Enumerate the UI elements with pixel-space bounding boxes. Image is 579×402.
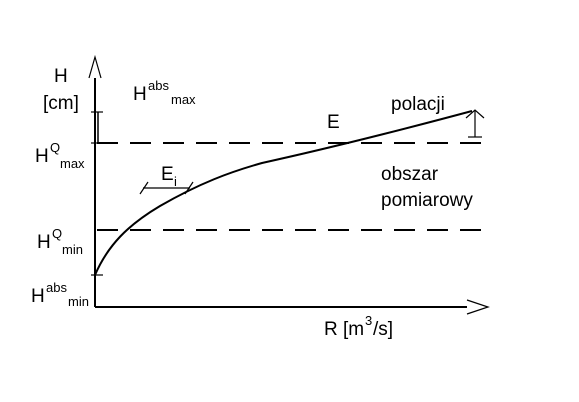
x-axis-arrow — [466, 299, 490, 315]
segment-ei-label: E i — [161, 164, 177, 189]
label-h-q-min: H Q min — [37, 226, 83, 257]
svg-text:H: H — [31, 286, 45, 307]
svg-text:Q: Q — [50, 140, 60, 155]
svg-text:i: i — [174, 174, 177, 189]
y-axis-arrow — [88, 54, 102, 79]
svg-text:3: 3 — [365, 313, 372, 328]
svg-text:R [m: R [m — [324, 319, 364, 340]
svg-text:min: min — [62, 242, 83, 257]
svg-text:abs: abs — [148, 78, 169, 93]
label-h-abs-max: H abs max — [133, 78, 196, 107]
x-axis-label: R [m 3 /s] — [324, 313, 393, 340]
segment-ei-right-tick — [184, 181, 194, 195]
svg-text:E: E — [161, 164, 174, 185]
region-label-line1: obszar — [381, 164, 439, 185]
segment-ei-left-tick — [139, 181, 149, 195]
svg-text:min: min — [68, 294, 89, 309]
svg-text:/s]: /s] — [373, 319, 393, 340]
y-axis-unit: [cm] — [43, 93, 79, 114]
svg-text:abs: abs — [46, 280, 67, 295]
region-label-line2: pomiarowy — [381, 190, 473, 211]
y-axis-name: H — [54, 66, 68, 87]
label-h-q-max: H Q max — [35, 140, 85, 171]
svg-text:max: max — [60, 156, 85, 171]
extrapolation-label: polacji — [391, 94, 445, 115]
svg-text:max: max — [171, 92, 196, 107]
extrapolation-bracket-top — [465, 109, 485, 119]
label-h-abs-min: H abs min — [31, 280, 89, 309]
svg-text:H: H — [37, 232, 51, 253]
svg-text:H: H — [133, 84, 147, 105]
svg-text:Q: Q — [52, 226, 62, 241]
rating-curve — [94, 110, 473, 276]
svg-text:H: H — [35, 146, 49, 167]
curve-name-e: E — [327, 112, 340, 133]
